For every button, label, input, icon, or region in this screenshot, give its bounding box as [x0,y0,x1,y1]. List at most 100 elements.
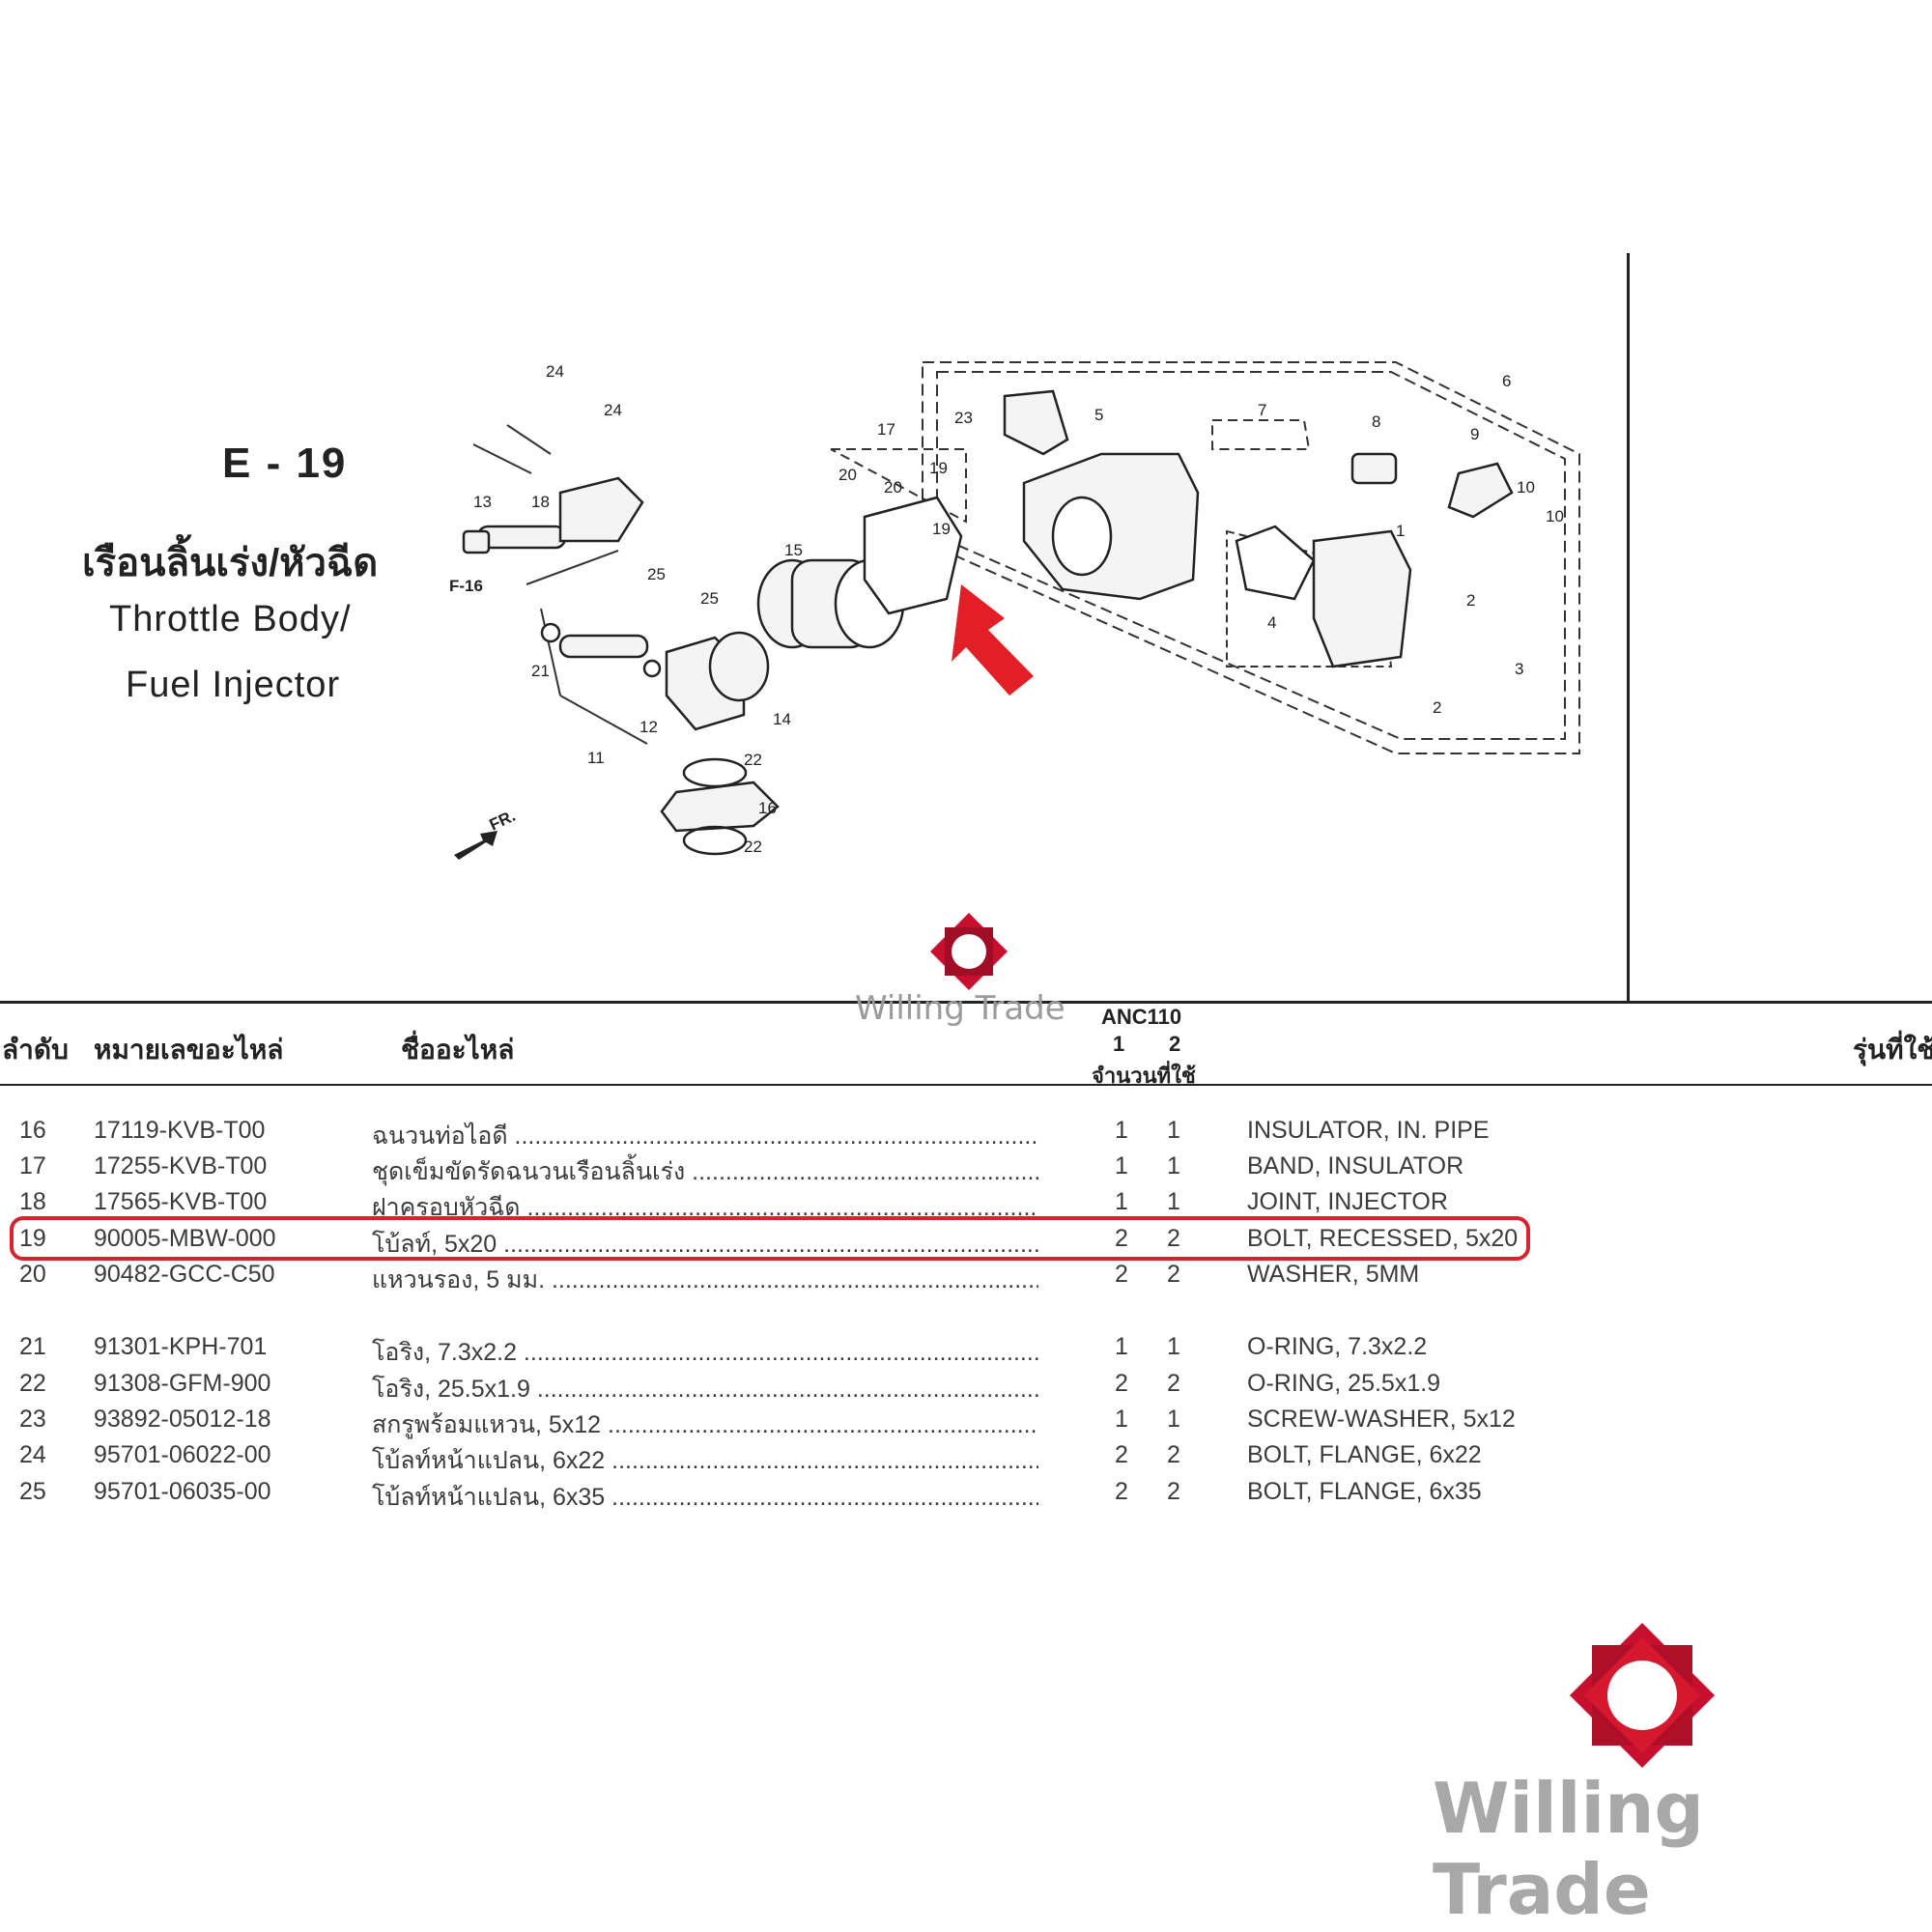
sheet-code: E - 19 [222,440,348,487]
part-number: 91301-KPH-701 [94,1333,268,1360]
qty-model-2: 2 [1167,1225,1180,1252]
svg-text:5: 5 [1094,406,1103,424]
part-name-thai: โบ้ลท์หน้าแปลน, 6x22 ...................… [372,1447,1038,1474]
frame-vertical-line [1627,253,1630,1002]
row-number: 18 [19,1188,46,1215]
part-name-thai: โบ้ลท์, 5x20 ...........................… [372,1231,1038,1258]
qty-model-2: 1 [1167,1406,1180,1433]
row-number: 17 [19,1152,46,1179]
qty-model-2: 2 [1167,1441,1180,1468]
sheet-title-thai: เรือนลิ้นเร่ง/หัวฉีด [82,542,379,584]
row-19-highlight [10,1216,1530,1261]
part-number: 93892-05012-18 [94,1406,271,1433]
row-number: 25 [19,1478,46,1505]
table-top-rule [0,1001,1932,1004]
row-number: 16 [19,1117,46,1144]
part-name-en: SCREW-WASHER, 5x12 [1247,1406,1516,1433]
part-number: 17255-KVB-T00 [94,1152,268,1179]
svg-text:25: 25 [700,589,719,608]
svg-text:21: 21 [531,662,550,680]
row-number: 21 [19,1333,46,1360]
svg-text:4: 4 [1267,613,1276,632]
watermark-text-center: Willing Trade [855,989,1065,1028]
qty-model-2: 1 [1167,1188,1180,1215]
svg-text:1: 1 [1396,522,1405,540]
svg-text:8: 8 [1372,412,1380,431]
part-name-en: BOLT, FLANGE, 6x35 [1247,1478,1482,1505]
sheet-title-en-1: Throttle Body/ [109,599,352,639]
header-name: ชื่ออะไหล่ [401,1035,515,1065]
part-name-thai: ฉนวนท่อไอดี ............................… [372,1122,1038,1150]
part-name-en: O-RING, 25.5x1.9 [1247,1370,1441,1397]
part-name-thai: โบ้ลท์หน้าแปลน, 6x35 ...................… [372,1484,1038,1511]
willing-trade-logo-small [925,908,1012,1000]
part-number: 17565-KVB-T00 [94,1188,268,1215]
qty-model-1: 2 [1115,1478,1128,1505]
svg-text:24: 24 [604,401,622,419]
svg-text:18: 18 [531,493,550,511]
part-name-thai: สกรูพร้อมแหวน, 5x12 ....................… [372,1411,1038,1438]
row-number: 22 [19,1370,46,1397]
part-number: 17119-KVB-T00 [94,1117,266,1144]
header-part-no: หมายเลขอะไหล่ [94,1035,284,1065]
svg-text:13: 13 [473,493,492,511]
svg-text:6: 6 [1502,372,1511,390]
part-number: 90005-MBW-000 [94,1225,276,1252]
svg-text:22: 22 [744,751,762,769]
table-row: 17 17255-KVB-T00 ชุดเข็มขัดรัดฉนวนเรือนลิ้… [0,1152,1932,1187]
svg-text:12: 12 [639,718,658,736]
watermark-text: Willing Trade [1433,1768,1704,1930]
part-name-en: BOLT, FLANGE, 6x22 [1247,1441,1482,1468]
svg-text:15: 15 [784,541,803,559]
qty-model-1: 1 [1115,1333,1128,1360]
svg-text:3: 3 [1515,660,1523,678]
part-name-en: BOLT, RECESSED, 5x20 [1247,1225,1519,1252]
header-qty: จำนวนที่ใช้ [1092,1064,1196,1088]
svg-text:2: 2 [1433,698,1441,717]
qty-model-1: 2 [1115,1370,1128,1397]
part-name-thai: ชุดเข็มขัดรัดฉนวนเรือนลิ้นเร่ง .........… [372,1158,1038,1185]
qty-model-1: 2 [1115,1225,1128,1252]
part-name-en: WASHER, 5MM [1247,1261,1420,1288]
part-name-en: INSULATOR, IN. PIPE [1247,1117,1490,1144]
svg-text:9: 9 [1470,425,1479,443]
svg-text:10: 10 [1546,507,1564,526]
part-name-en: JOINT, INJECTOR [1247,1188,1448,1215]
part-number: 90482-GCC-C50 [94,1261,275,1288]
svg-text:16: 16 [758,799,777,817]
svg-text:22: 22 [744,838,762,856]
svg-text:17: 17 [877,420,895,439]
table-row: 16 17119-KVB-T00 ฉนวนท่อไอดี .............… [0,1117,1932,1151]
qty-model-2: 1 [1167,1152,1180,1179]
part-number: 95701-06035-00 [94,1478,271,1505]
table-row: 25 95701-06035-00 โบ้ลท์หน้าแปลน, 6x35 ...… [0,1478,1932,1513]
qty-model-2: 1 [1167,1117,1180,1144]
part-name-thai: โอริง, 25.5x1.9 ........................… [372,1376,1038,1403]
qty-model-1: 1 [1115,1188,1128,1215]
qty-model-2: 2 [1167,1478,1180,1505]
svg-text:25: 25 [647,565,666,583]
qty-model-2: 2 [1167,1261,1180,1288]
svg-text:11: 11 [587,749,605,767]
svg-text:FR.: FR. [487,807,519,835]
qty-model-1: 1 [1115,1117,1128,1144]
svg-text:7: 7 [1258,401,1266,419]
part-number: 91308-GFM-900 [94,1370,271,1397]
part-number: 95701-06022-00 [94,1441,271,1468]
qty-model-1: 1 [1115,1152,1128,1179]
table-row: 24 95701-06022-00 โบ้ลท์หน้าแปลน, 6x22 ...… [0,1441,1932,1476]
row-number: 24 [19,1441,46,1468]
svg-text:20: 20 [884,478,902,497]
svg-text:10: 10 [1517,478,1535,497]
exploded-parts-diagram: 24 24 13 18 25 25 21 11 12 14 22 16 22 1… [449,361,1580,860]
qty-model-2: 2 [1167,1370,1180,1397]
header-q2: 2 [1169,1032,1181,1056]
svg-text:F-16: F-16 [449,577,483,595]
header-no: ลำดับ [2,1035,69,1065]
sheet-title-en-2: Fuel Injector [126,665,341,705]
willing-trade-logo [1565,1618,1719,1777]
row-number: 23 [19,1406,46,1433]
svg-text:2: 2 [1466,591,1475,610]
